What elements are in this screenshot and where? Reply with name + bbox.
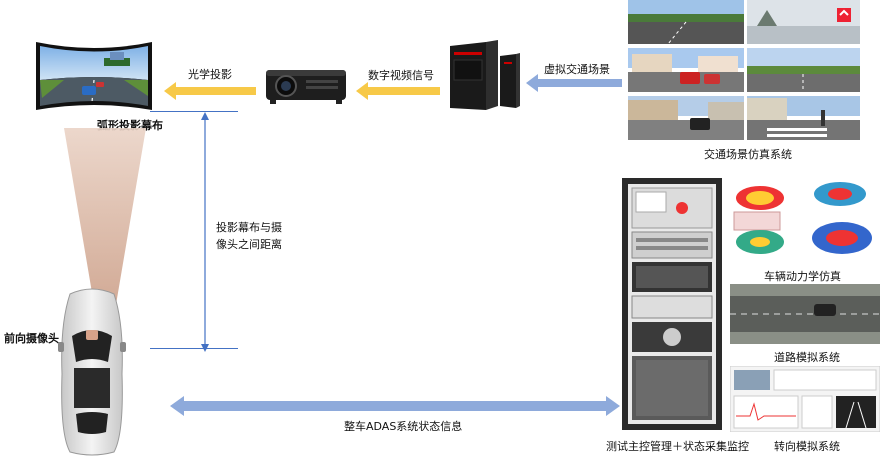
test-rack-image: [622, 178, 722, 430]
test-control-label: 测试主控管理＋状态采集监控: [606, 440, 749, 453]
adas-status-arrow: [170, 396, 620, 416]
traffic-sim-label: 交通场景仿真系统: [704, 148, 792, 161]
optical-projection-label: 光学投影: [188, 68, 232, 81]
workstation-image: [446, 36, 520, 112]
projector-image: [262, 66, 350, 106]
scene-thumb-pedestrian: [747, 96, 860, 140]
car-top-view: [56, 284, 128, 458]
curved-projection-screen: [34, 40, 154, 112]
front-camera-label: 前向摄像头: [4, 332, 59, 345]
virtual-traffic-label: 虚拟交通场景: [544, 63, 610, 76]
vehicle-dynamics-label: 车辆动力学仿真: [764, 270, 841, 283]
steering-sim-label: 转向模拟系统: [774, 440, 840, 453]
scene-thumb-snow: [747, 0, 860, 44]
adas-status-label: 整车ADAS系统状态信息: [344, 420, 463, 433]
distance-dimension-arrow: [198, 112, 212, 352]
digital-video-arrow: [356, 82, 440, 100]
virtual-traffic-arrow: [526, 74, 622, 92]
scene-thumb-highway: [628, 0, 744, 44]
camera-baseline: [150, 348, 238, 349]
road-sim-image: [730, 284, 880, 344]
screen-baseline: [150, 111, 238, 112]
optical-projection-arrow: [164, 82, 256, 100]
digital-video-label: 数字视频信号: [368, 69, 434, 82]
distance-label-line1: 投影幕布与摄: [216, 221, 282, 234]
steering-sim-image: [730, 366, 880, 432]
projection-beam: [60, 128, 150, 328]
road-sim-label: 道路模拟系统: [774, 351, 840, 364]
scene-thumb-rural: [747, 48, 860, 92]
scene-thumb-town-cars: [628, 48, 744, 92]
vehicle-dynamics-image: [730, 178, 880, 266]
distance-label-line2: 像头之间距离: [216, 238, 282, 251]
scene-thumb-street: [628, 96, 744, 140]
